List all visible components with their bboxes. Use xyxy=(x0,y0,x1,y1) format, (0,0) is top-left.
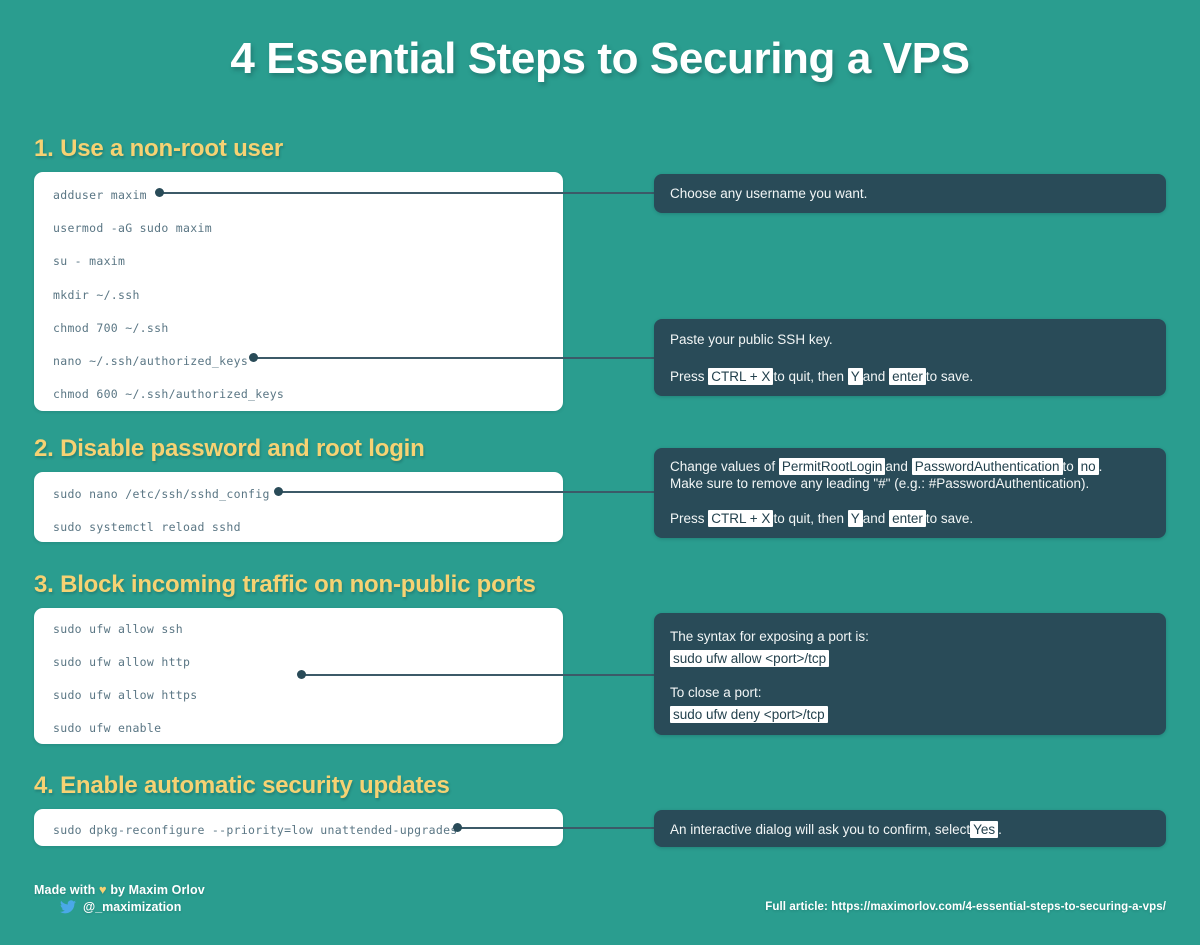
change-to: to xyxy=(1062,459,1074,474)
key-ufw-deny: sudo ufw deny <port>/tcp xyxy=(670,706,828,723)
press-suffix: to save. xyxy=(925,511,974,526)
dialog-prefix: An interactive dialog will ask you to co… xyxy=(670,822,971,837)
code-line: chmod 600 ~/.ssh/authorized_keys xyxy=(53,387,285,401)
note-text: The syntax for exposing a port is: xyxy=(670,629,869,644)
step-2-heading: 2. Disable password and root login xyxy=(34,435,425,462)
press-label: Press xyxy=(670,511,705,526)
step-1-heading: 1. Use a non-root user xyxy=(34,135,283,162)
note-text: Paste your public SSH key. xyxy=(670,332,833,347)
step-1-note-2: Paste your public SSH key. Press CTRL + … xyxy=(654,319,1166,396)
key-yes: Yes xyxy=(970,821,999,838)
connector-line xyxy=(254,357,654,359)
code-line: mkdir ~/.ssh xyxy=(53,288,140,302)
key-y: Y xyxy=(847,510,863,527)
key-ctrl-x: CTRL + X xyxy=(708,368,774,385)
code-line: sudo nano /etc/ssh/sshd_config xyxy=(53,487,270,501)
code-line: su - maxim xyxy=(53,254,126,268)
key-permitrootlogin: PermitRootLogin xyxy=(778,458,886,475)
code-line: nano ~/.ssh/authorized_keys xyxy=(53,354,249,368)
change-mid: and xyxy=(885,459,908,474)
step-1-code-card: adduser maxim usermod -aG sudo maxim su … xyxy=(34,172,563,411)
page-title: 4 Essential Steps to Securing a VPS xyxy=(230,34,970,83)
key-no: no xyxy=(1077,458,1099,475)
code-line: adduser maxim xyxy=(53,188,147,202)
key-ufw-allow: sudo ufw allow <port>/tcp xyxy=(670,650,830,667)
dialog-suffix: . xyxy=(998,822,1002,837)
step-1-note-1: Choose any username you want. xyxy=(654,174,1166,213)
note-text: Choose any username you want. xyxy=(670,186,868,201)
press-mid: to quit, then xyxy=(773,511,844,526)
connector-dot xyxy=(274,487,283,496)
code-line: sudo ufw allow ssh xyxy=(53,622,184,636)
press-mid: to quit, then xyxy=(773,369,844,384)
press-mid2: and xyxy=(862,511,886,526)
full-article-link[interactable]: Full article: https://maximorlov.com/4-e… xyxy=(765,901,1166,913)
code-line: sudo systemctl reload sshd xyxy=(53,520,241,534)
step-4-note-1: An interactive dialog will ask you to co… xyxy=(654,810,1166,847)
note-text: To close a port: xyxy=(670,685,762,700)
key-ctrl-x: CTRL + X xyxy=(708,510,774,527)
code-line: sudo dpkg-reconfigure --priority=low una… xyxy=(53,823,458,837)
press-mid2: and xyxy=(862,369,886,384)
connector-line xyxy=(279,491,654,493)
connector-line xyxy=(458,827,654,829)
note-text-keys: An interactive dialog will ask you to co… xyxy=(670,820,1152,839)
step-2-code-card: sudo nano /etc/ssh/sshd_config sudo syst… xyxy=(34,472,563,542)
note-text-code: sudo ufw deny <port>/tcp xyxy=(670,705,1152,724)
twitter-handle-label: @_maximization xyxy=(83,900,182,914)
press-label: Press xyxy=(670,369,705,384)
code-line: sudo ufw allow http xyxy=(53,655,191,669)
connector-line xyxy=(160,192,654,194)
connector-dot xyxy=(297,670,306,679)
footer-credit: Made with ♥ by Maxim Orlov xyxy=(34,882,205,897)
step-4-heading: 4. Enable automatic security updates xyxy=(34,772,450,799)
code-line: sudo ufw enable xyxy=(53,721,162,735)
connector-dot xyxy=(249,353,258,362)
connector-dot xyxy=(453,823,462,832)
connector-line xyxy=(302,674,654,676)
key-enter: enter xyxy=(889,368,926,385)
made-with-label: Made with xyxy=(34,883,96,897)
step-3-note-1: The syntax for exposing a port is: sudo … xyxy=(654,613,1166,735)
change-prefix: Change values of xyxy=(670,459,776,474)
key-y: Y xyxy=(847,368,863,385)
author-label: by Maxim Orlov xyxy=(110,883,205,897)
twitter-handle[interactable]: @_maximization xyxy=(60,900,181,914)
note-text: Make sure to remove any leading "#" (e.g… xyxy=(670,476,1090,491)
change-period: . xyxy=(1098,459,1103,474)
key-enter: enter xyxy=(889,510,926,527)
key-passwordauthentication: PasswordAuthentication xyxy=(911,458,1063,475)
twitter-icon xyxy=(60,900,76,914)
note-text-code: sudo ufw allow <port>/tcp xyxy=(670,649,1152,668)
heart-icon: ♥ xyxy=(98,882,107,897)
code-line: sudo ufw allow https xyxy=(53,688,198,702)
connector-dot xyxy=(155,188,164,197)
press-suffix: to save. xyxy=(925,369,974,384)
code-line: usermod -aG sudo maxim xyxy=(53,221,212,235)
step-3-heading: 3. Block incoming traffic on non-public … xyxy=(34,571,536,598)
code-line: chmod 700 ~/.ssh xyxy=(53,321,169,335)
